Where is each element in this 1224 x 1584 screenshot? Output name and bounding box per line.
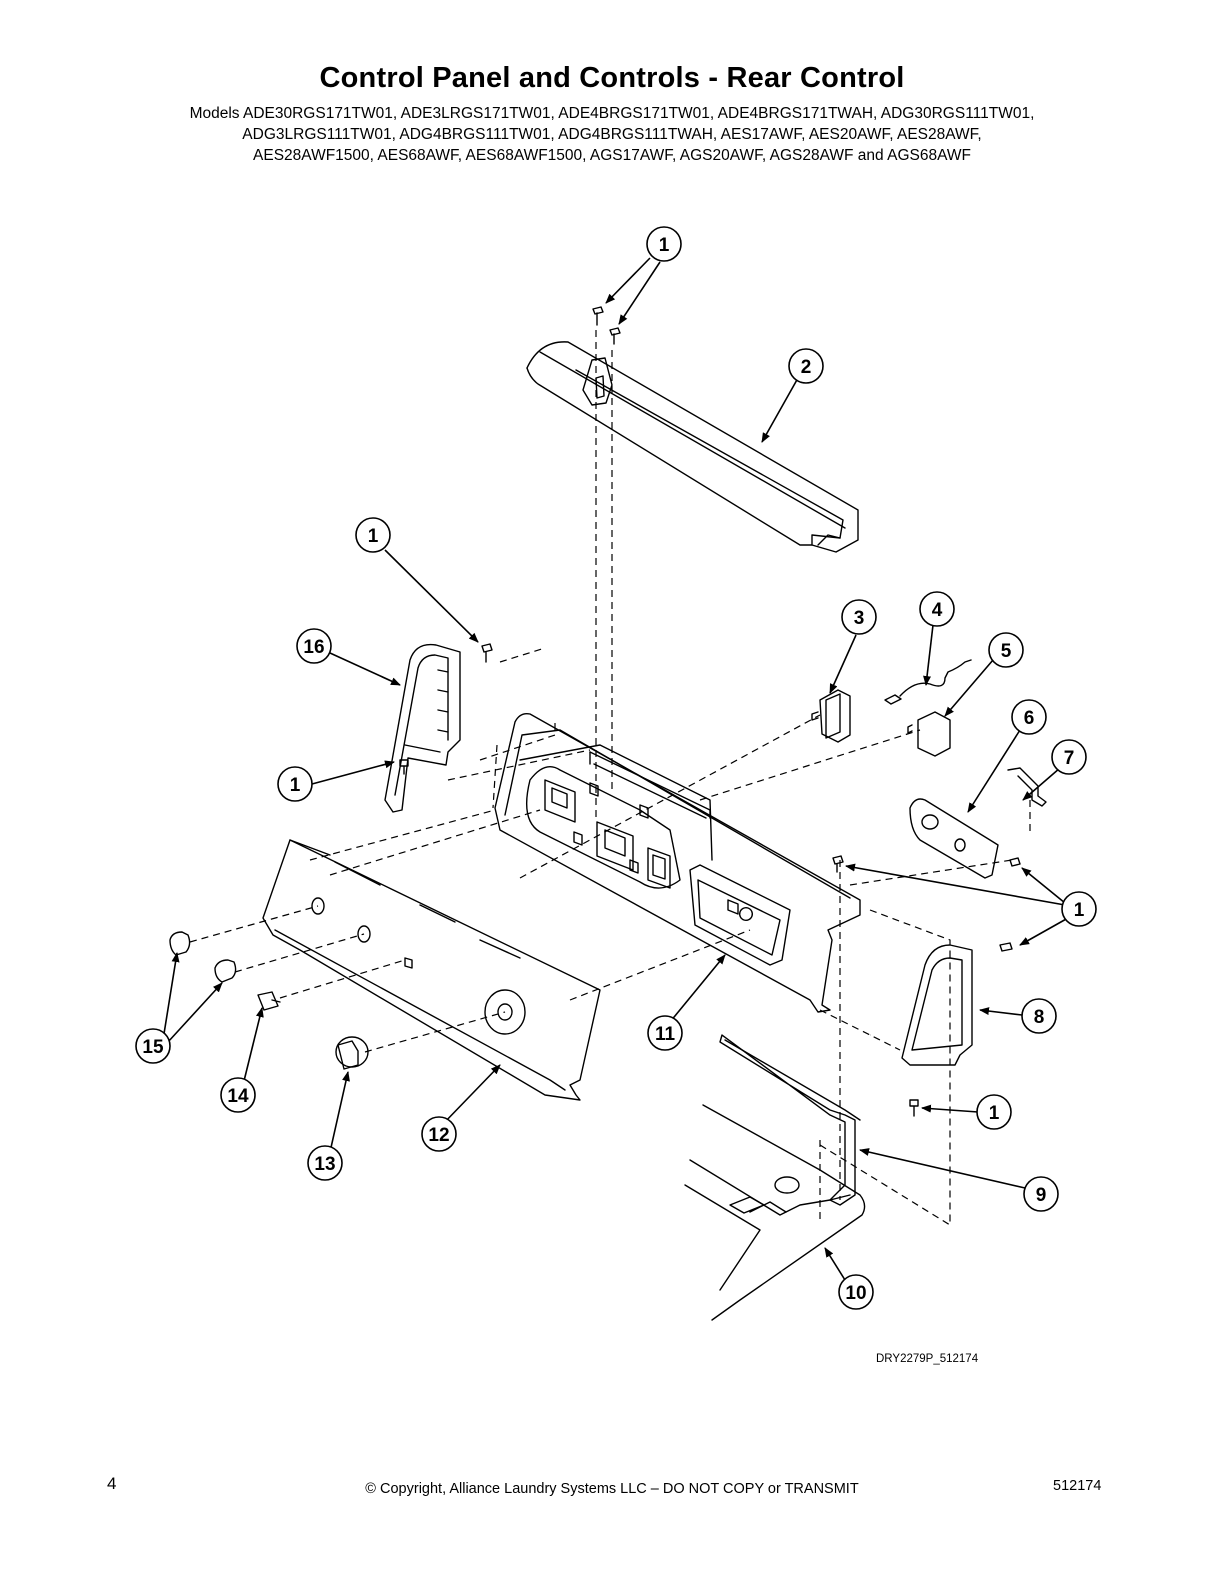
callout-label: 1 bbox=[368, 526, 379, 547]
callout-label: 3 bbox=[854, 608, 865, 629]
callout-circle bbox=[647, 1015, 683, 1051]
callout-label: 2 bbox=[801, 357, 812, 378]
copyright-notice: © Copyright, Alliance Laundry Systems LL… bbox=[365, 1481, 859, 1497]
model-line: Models ADE30RGS171TW01, ADE3LRGS171TW01,… bbox=[189, 105, 1035, 122]
callout-circle bbox=[296, 628, 332, 664]
callout-circle bbox=[919, 591, 955, 627]
callout-label: 11 bbox=[655, 1024, 676, 1045]
callout-circle bbox=[1061, 891, 1097, 927]
callout-circle bbox=[788, 348, 824, 384]
callout-label: 14 bbox=[227, 1086, 249, 1107]
callout-label: 4 bbox=[932, 600, 943, 621]
cabinet-top-part bbox=[684, 1104, 866, 1321]
callout-circle bbox=[1021, 998, 1057, 1034]
switch-part bbox=[257, 991, 281, 1011]
callout-label: 1 bbox=[1074, 900, 1085, 921]
callout-label: 1 bbox=[989, 1103, 1000, 1124]
callout-circle bbox=[307, 1145, 343, 1181]
knob-part bbox=[169, 931, 237, 983]
callout-circle bbox=[355, 517, 391, 553]
right-end-cap-part bbox=[901, 944, 973, 1066]
callout-circle bbox=[646, 226, 682, 262]
wire-harness-part bbox=[884, 659, 972, 705]
callout-label: 5 bbox=[1001, 641, 1012, 662]
callout-label: 8 bbox=[1034, 1007, 1045, 1028]
document-number: 512174 bbox=[1053, 1478, 1102, 1494]
page-title: Control Panel and Controls - Rear Contro… bbox=[319, 62, 905, 94]
screw-icon bbox=[1009, 857, 1021, 867]
screw-icon bbox=[399, 759, 409, 775]
screw-icon bbox=[481, 643, 493, 663]
callout-label: 12 bbox=[428, 1125, 449, 1146]
control-panel-part bbox=[494, 712, 861, 1013]
callout-label: 9 bbox=[1036, 1185, 1047, 1206]
drawing-code: DRY2279P_512174 bbox=[876, 1353, 979, 1365]
screw-icon bbox=[832, 855, 844, 873]
callout-circle bbox=[1023, 1176, 1059, 1212]
screw-icon bbox=[909, 1099, 919, 1117]
rear-bracket-part bbox=[719, 1034, 861, 1206]
callout-circle bbox=[135, 1028, 171, 1064]
callout-label: 7 bbox=[1064, 748, 1075, 769]
callout-circle bbox=[421, 1116, 457, 1152]
callout-circle bbox=[988, 632, 1024, 668]
callout-circle bbox=[841, 599, 877, 635]
callout-label: 10 bbox=[845, 1283, 866, 1304]
top-trim-part bbox=[526, 341, 859, 553]
bracket-part bbox=[1007, 767, 1047, 807]
model-line: ADG3LRGS111TW01, ADG4BRGS111TW01, ADG4BR… bbox=[242, 126, 982, 143]
encoder-knob-part bbox=[335, 1036, 369, 1070]
callout-circle bbox=[838, 1274, 874, 1310]
model-line: AES28AWF1500, AES68AWF, AES68AWF1500, AG… bbox=[253, 147, 971, 164]
callout-label: 1 bbox=[290, 775, 301, 796]
callout-label: 16 bbox=[303, 637, 324, 658]
callout-circle bbox=[1011, 699, 1047, 735]
control-board-part bbox=[909, 798, 999, 879]
screw-icon bbox=[999, 942, 1013, 952]
callout-label: 15 bbox=[142, 1037, 164, 1058]
model-list: Models ADE30RGS171TW01, ADE3LRGS171TW01,… bbox=[0, 103, 1224, 166]
selector-switch-part bbox=[907, 711, 951, 757]
callout-circle bbox=[277, 766, 313, 802]
screw-icon bbox=[592, 306, 621, 345]
callout-label: 1 bbox=[659, 235, 670, 256]
timer-part bbox=[811, 689, 851, 743]
callout-circle bbox=[1051, 739, 1087, 775]
front-overlay-part bbox=[262, 839, 601, 1101]
callout-label: 6 bbox=[1024, 708, 1035, 729]
left-end-cap-part bbox=[384, 643, 461, 813]
callout-circle bbox=[976, 1094, 1012, 1130]
page-number: 4 bbox=[107, 1474, 117, 1493]
callout-label: 13 bbox=[314, 1154, 335, 1175]
callout-circle bbox=[220, 1077, 256, 1113]
